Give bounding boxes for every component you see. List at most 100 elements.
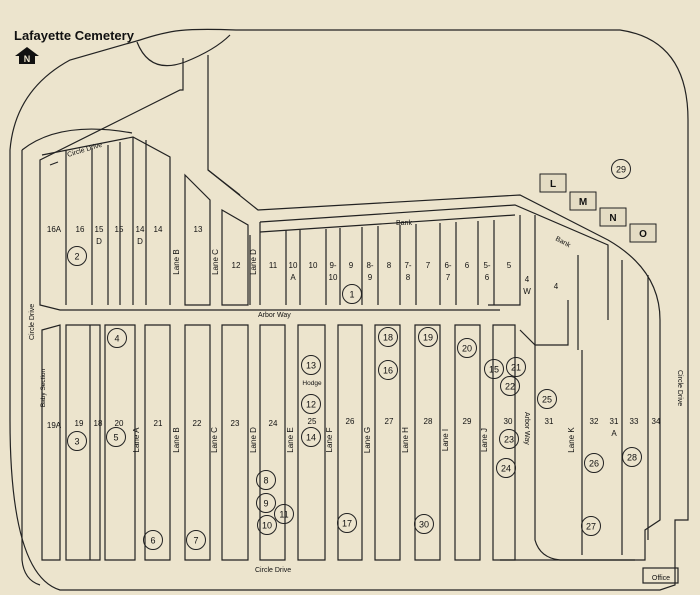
marker-label-18: 18 bbox=[383, 333, 393, 343]
marker-circle-12[interactable] bbox=[301, 394, 321, 414]
marker-circle-13[interactable] bbox=[301, 355, 321, 375]
marker-label-14: 14 bbox=[306, 433, 316, 443]
section-label-s15: 15 bbox=[115, 225, 124, 234]
marker-label-29: 29 bbox=[616, 165, 626, 175]
marker-circle-30[interactable] bbox=[414, 514, 434, 534]
marker-circle-17[interactable] bbox=[337, 513, 357, 533]
section-label-s9_10: 9-10 bbox=[329, 261, 338, 282]
section-label-s7: 7 bbox=[426, 261, 431, 270]
section-label-s12: 12 bbox=[232, 261, 241, 270]
marker-label-26: 26 bbox=[589, 459, 599, 469]
marker-circle-16[interactable] bbox=[378, 360, 398, 380]
section-label-laneB: Lane B bbox=[172, 427, 181, 452]
marker-label-13: 13 bbox=[306, 361, 316, 371]
section-label-s23: 23 bbox=[231, 419, 240, 428]
marker-circle-19[interactable] bbox=[418, 327, 438, 347]
section-label-s16: 16 bbox=[76, 225, 85, 234]
section-label-s34: 34 bbox=[652, 417, 661, 426]
section-label-s29: 29 bbox=[463, 417, 472, 426]
letter-box-M bbox=[569, 191, 597, 211]
north-arrow-icon: N bbox=[15, 47, 39, 64]
section-label-laneA: Lane A bbox=[132, 427, 141, 453]
marker-circle-5[interactable] bbox=[106, 427, 126, 447]
marker-circle-2[interactable] bbox=[67, 246, 87, 266]
marker-label-28: 28 bbox=[627, 453, 637, 463]
marker-circle-8[interactable] bbox=[256, 470, 276, 490]
section-label-s13: 13 bbox=[194, 225, 203, 234]
marker-circle-24[interactable] bbox=[496, 458, 516, 478]
marker-label-9: 9 bbox=[263, 499, 268, 509]
marker-label-22: 22 bbox=[505, 382, 515, 392]
marker-label-15: 15 bbox=[489, 365, 499, 375]
letter-box-L bbox=[539, 173, 567, 193]
section-label-laneG: Lane G bbox=[363, 427, 372, 453]
marker-label-17: 17 bbox=[342, 519, 352, 529]
section-label-laneD: Lane D bbox=[249, 427, 258, 453]
marker-circle-14[interactable] bbox=[301, 427, 321, 447]
section-label-laneD_top: Lane D bbox=[249, 249, 258, 275]
marker-circle-11[interactable] bbox=[274, 504, 294, 524]
marker-label-6: 6 bbox=[150, 536, 155, 546]
marker-label-5: 5 bbox=[113, 433, 118, 443]
marker-label-30: 30 bbox=[419, 520, 429, 530]
section-label-s6: 6 bbox=[465, 261, 470, 270]
section-label-s7_8: 7-8 bbox=[404, 261, 411, 282]
marker-circle-15[interactable] bbox=[484, 359, 504, 379]
marker-circle-3[interactable] bbox=[67, 431, 87, 451]
marker-label-23: 23 bbox=[504, 435, 514, 445]
map-title: Lafayette Cemetery bbox=[14, 28, 134, 43]
marker-circle-26[interactable] bbox=[584, 453, 604, 473]
marker-label-19: 19 bbox=[423, 333, 433, 343]
label-bank-top: Bank bbox=[396, 220, 412, 227]
marker-circle-22[interactable] bbox=[500, 376, 520, 396]
section-label-s21: 21 bbox=[154, 419, 163, 428]
section-label-s4: 4 bbox=[554, 282, 559, 291]
section-label-s5_6: 5-6 bbox=[483, 261, 490, 282]
section-label-s28: 28 bbox=[424, 417, 433, 426]
marker-label-21: 21 bbox=[511, 363, 521, 373]
marker-circle-28[interactable] bbox=[622, 447, 642, 467]
marker-circle-23[interactable] bbox=[499, 429, 519, 449]
section-label-laneJ: Lane J bbox=[480, 428, 489, 452]
marker-circle-29[interactable] bbox=[611, 159, 631, 179]
section-label-s8: 8 bbox=[387, 261, 392, 270]
marker-circle-20[interactable] bbox=[457, 338, 477, 358]
section-label-s30: 30 bbox=[504, 417, 513, 426]
marker-circle-10[interactable] bbox=[257, 515, 277, 535]
section-label-laneB_top: Lane B bbox=[172, 249, 181, 274]
section-label-s26: 26 bbox=[346, 417, 355, 426]
marker-circle-4[interactable] bbox=[107, 328, 127, 348]
section-label-baby: Baby Section bbox=[40, 368, 47, 407]
section-label-laneK: Lane K bbox=[567, 427, 576, 453]
marker-circle-18[interactable] bbox=[378, 327, 398, 347]
marker-circle-6[interactable] bbox=[143, 530, 163, 550]
street-circle-drive-left: Circle Drive bbox=[29, 304, 36, 340]
marker-circle-1[interactable] bbox=[342, 284, 362, 304]
marker-circle-7[interactable] bbox=[186, 530, 206, 550]
marker-circle-27[interactable] bbox=[581, 516, 601, 536]
marker-label-25: 25 bbox=[542, 395, 552, 405]
section-label-s20: 20 bbox=[115, 419, 124, 428]
section-label-s19A: 19A bbox=[47, 421, 62, 430]
letter-box-label-L: L bbox=[550, 179, 556, 190]
marker-circle-25[interactable] bbox=[537, 389, 557, 409]
marker-label-12: 12 bbox=[306, 400, 316, 410]
marker-circle-21[interactable] bbox=[506, 357, 526, 377]
section-label-s19: 19 bbox=[75, 419, 84, 428]
letter-box-label-O: O bbox=[639, 229, 647, 240]
marker-circle-9[interactable] bbox=[256, 493, 276, 513]
marker-label-4: 4 bbox=[114, 334, 119, 344]
letter-box-N bbox=[599, 207, 627, 227]
section-label-s10: 10 bbox=[309, 261, 318, 270]
section-label-laneF: Lane F bbox=[325, 427, 334, 452]
section-label-s25: 25 bbox=[308, 417, 317, 426]
section-label-s33: 33 bbox=[630, 417, 639, 426]
marker-label-10: 10 bbox=[262, 521, 272, 531]
street-arbor-way-vertical: Arbor Way bbox=[523, 412, 530, 445]
